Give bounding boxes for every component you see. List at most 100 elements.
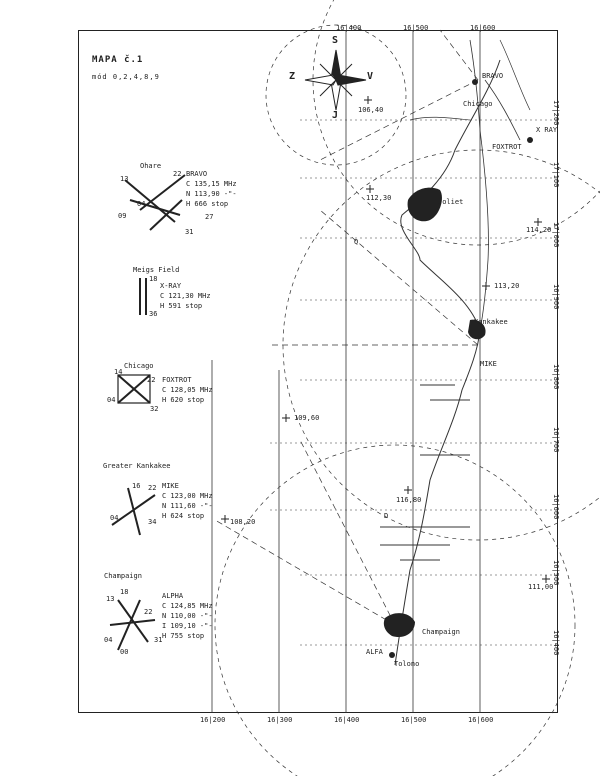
place-champaign: Champaign	[422, 628, 460, 636]
compass-j: J	[332, 110, 339, 121]
runway-label: 22	[148, 484, 157, 492]
grid-label-right: 16|800	[552, 364, 560, 390]
airport-info: H 666 stop	[186, 200, 229, 208]
compass-z: Z	[289, 71, 296, 82]
road	[499, 39, 531, 111]
range-circle	[312, 0, 600, 246]
compass-v: V	[367, 71, 374, 82]
airport-info: C 123,00 MHz	[162, 492, 213, 500]
airport-code: MIKE	[162, 482, 179, 490]
navaid-frequency: 114,20	[526, 226, 552, 234]
airport-code: BRAVO	[186, 170, 208, 178]
runway-label: 31	[154, 636, 163, 644]
place-mike: MIKE	[480, 360, 497, 368]
place-kankakee: Kankakee	[474, 318, 508, 326]
grid-label-right: 16|500	[552, 560, 560, 586]
range-circle	[265, 24, 407, 166]
runway-label: 36	[149, 310, 158, 318]
runway-label: 09	[118, 212, 127, 220]
runway-label: 22	[144, 608, 153, 616]
runway-label: 32	[150, 405, 159, 413]
navaid-frequency: 116,80	[396, 496, 422, 504]
grid-label-top: 16|500	[403, 24, 429, 32]
approach-line	[319, 79, 479, 161]
airport-info: N 111,60 -"-	[162, 502, 213, 510]
airport-name: Meigs Field	[133, 266, 180, 274]
grid-label-right: 16|600	[552, 494, 560, 520]
map-mark-q: Q	[354, 238, 359, 246]
grid-label-top: 16|600	[470, 24, 496, 32]
road	[409, 116, 471, 121]
airport-info: C 124,85 MHz	[162, 602, 213, 610]
runway-label: 22	[147, 376, 156, 384]
airport-info: H 620 stop	[162, 396, 205, 404]
grid-label-bottom: 16|300	[267, 716, 293, 724]
runway-label: 34	[148, 518, 157, 526]
airport-info: N 113,90 -"-	[186, 190, 237, 198]
place-alfa: ALFA	[366, 648, 383, 656]
meigs-diagram	[139, 278, 147, 315]
runway-label: 04	[107, 396, 116, 404]
place-tolono: Tolono	[394, 660, 420, 668]
airport-name: Greater Kankakee	[103, 462, 171, 470]
grid-label-right: 16|700	[552, 427, 560, 453]
place-bravo: BRAVO	[482, 72, 504, 80]
runway-label: 04	[137, 200, 146, 208]
airport-info: C 128,05 MHz	[162, 386, 213, 394]
runway-label: 31	[185, 228, 194, 236]
airport-code: FOXTROT	[162, 376, 192, 384]
champaign-area	[383, 613, 415, 638]
runway-label: 04	[110, 514, 119, 522]
runway-label: 16	[132, 482, 141, 490]
kankakee-diagram	[111, 487, 156, 536]
navaid-frequency: 113,20	[494, 282, 520, 290]
navaid-frequency: 112,30	[366, 194, 392, 202]
map-frame	[78, 30, 558, 713]
navaid-frequency: 111,00	[528, 583, 554, 591]
place-joliet: Joliet	[438, 198, 464, 206]
airport-info: H 755 stop	[162, 632, 205, 640]
map-mark-d: D	[384, 512, 389, 520]
compass-rose	[304, 49, 367, 111]
airport-code: ALPHA	[162, 592, 184, 600]
airport-info: C 135,15 MHz	[186, 180, 237, 188]
joliet-area	[407, 187, 442, 222]
airport-code: X-RAY	[160, 282, 182, 290]
range-circle	[282, 149, 600, 541]
grid-label-bottom: 16|200	[200, 716, 226, 724]
road	[469, 39, 489, 331]
chicago-diagram	[117, 374, 151, 404]
navaid-frequency: 106,40	[358, 106, 384, 114]
ohare-diagram	[124, 174, 186, 231]
runway-label: 18	[149, 275, 158, 283]
place-foxtrot: FOXTROT	[492, 143, 522, 151]
airport-info: H 624 stop	[162, 512, 205, 520]
champaign-diagram	[109, 599, 156, 651]
airport-info: H 591 stop	[160, 302, 203, 310]
grid-label-top: 16|400	[336, 24, 362, 32]
airport-name: Chicago	[124, 362, 154, 370]
runway-label: 13	[106, 595, 115, 603]
grid-label-right: 17|100	[552, 162, 560, 188]
approach-line	[214, 519, 396, 626]
airport-info: I 109,10 -"-	[162, 622, 213, 630]
place-xray: X RAY	[536, 126, 558, 134]
runway-label: 13	[120, 175, 129, 183]
runway-label: 18	[120, 588, 129, 596]
airport-name: Ohare	[140, 162, 162, 170]
runway-label: 27	[205, 213, 214, 221]
compass-s: S	[332, 35, 339, 46]
approach-line	[319, 209, 479, 346]
range-circle	[214, 444, 576, 776]
runway-label: 22	[173, 170, 182, 178]
airport-info: N 110,00 -"-	[162, 612, 213, 620]
mode-label: mód 0,2,4,8,9	[92, 73, 160, 81]
approach-line	[439, 29, 479, 81]
grid-label-right: 16|900	[552, 284, 560, 310]
road	[484, 79, 521, 141]
grid-label-bottom: 16|500	[401, 716, 427, 724]
airport-info: C 121,30 MHz	[160, 292, 211, 300]
grid-label-bottom: 16|400	[334, 716, 360, 724]
grid-label-right: 17|000	[552, 222, 560, 248]
